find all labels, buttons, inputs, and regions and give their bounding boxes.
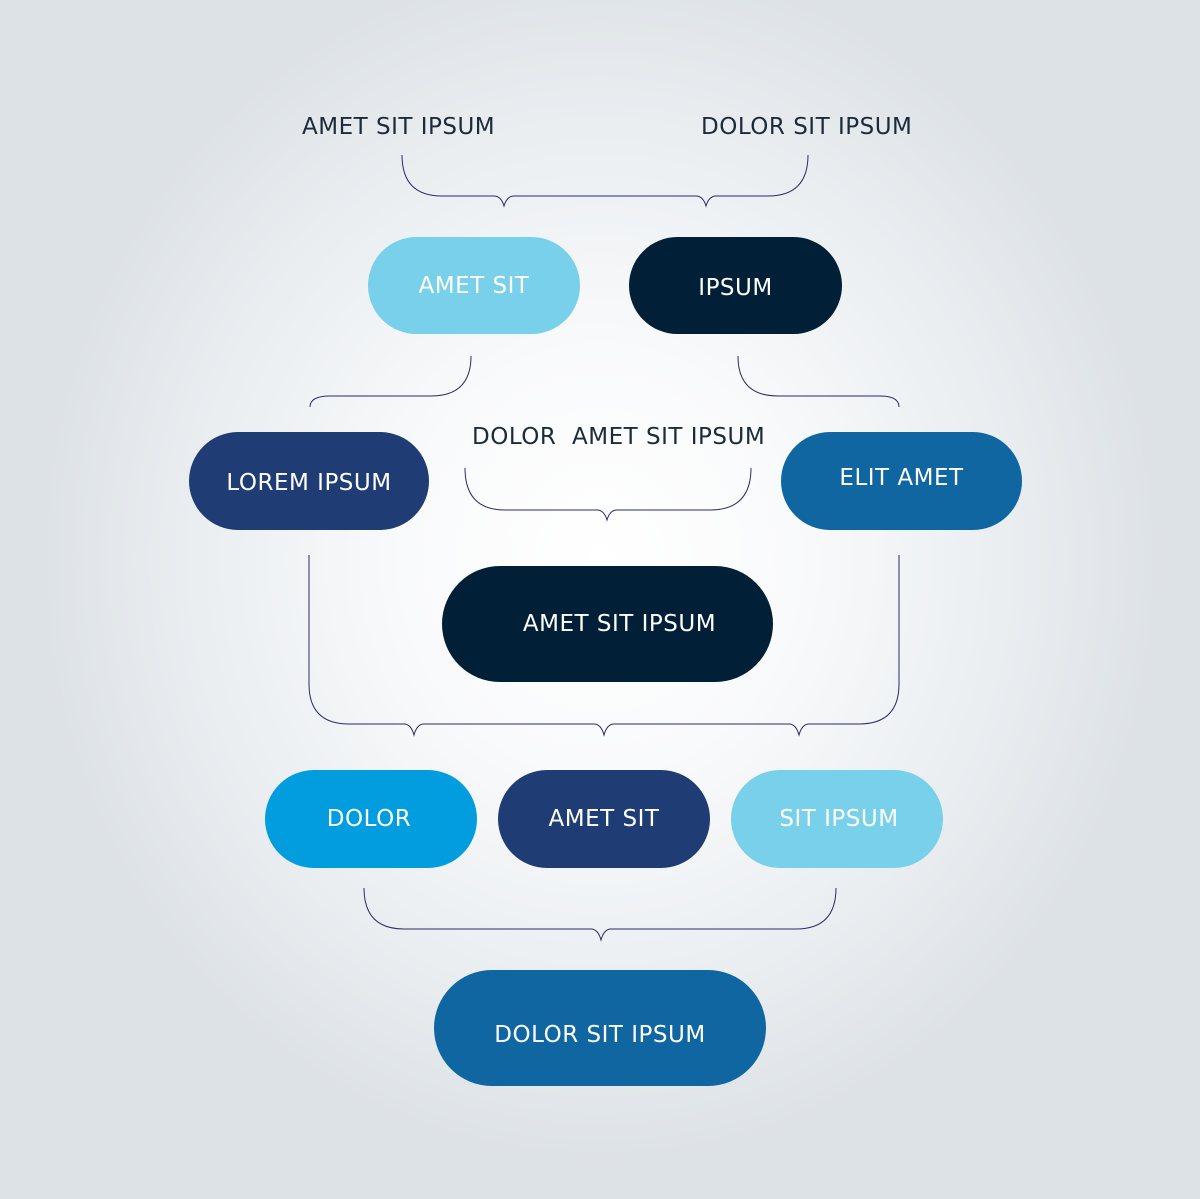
node-dolor-sit-ipsum: DOLOR SIT IPSUM (434, 970, 766, 1086)
connector-ametsit-to-lorem (309, 355, 472, 408)
node-dolor: DOLOR (265, 770, 477, 868)
node-elit-amet: ELIT AMET (781, 432, 1022, 530)
node-amet-sit-ipsum-center: AMET SIT IPSUM (442, 566, 773, 682)
top-label-right: DOLOR SIT IPSUM (701, 114, 913, 140)
node-amet-sit-bottom: AMET SIT (498, 770, 710, 868)
node-ipsum: IPSUM (629, 237, 842, 334)
connector-ipsum-to-elit (737, 355, 900, 408)
top-label-left: AMET SIT IPSUM (302, 114, 496, 140)
node-amet-sit-top: AMET SIT (368, 237, 580, 334)
node-lorem-ipsum: LOREM IPSUM (189, 432, 429, 530)
middle-label: DOLOR AMET SIT IPSUM (472, 424, 766, 450)
bottom-brace (363, 887, 837, 942)
top-brace (401, 154, 809, 208)
middle-brace (464, 467, 752, 522)
large-brace (308, 555, 900, 737)
node-sit-ipsum: SIT IPSUM (731, 770, 943, 868)
